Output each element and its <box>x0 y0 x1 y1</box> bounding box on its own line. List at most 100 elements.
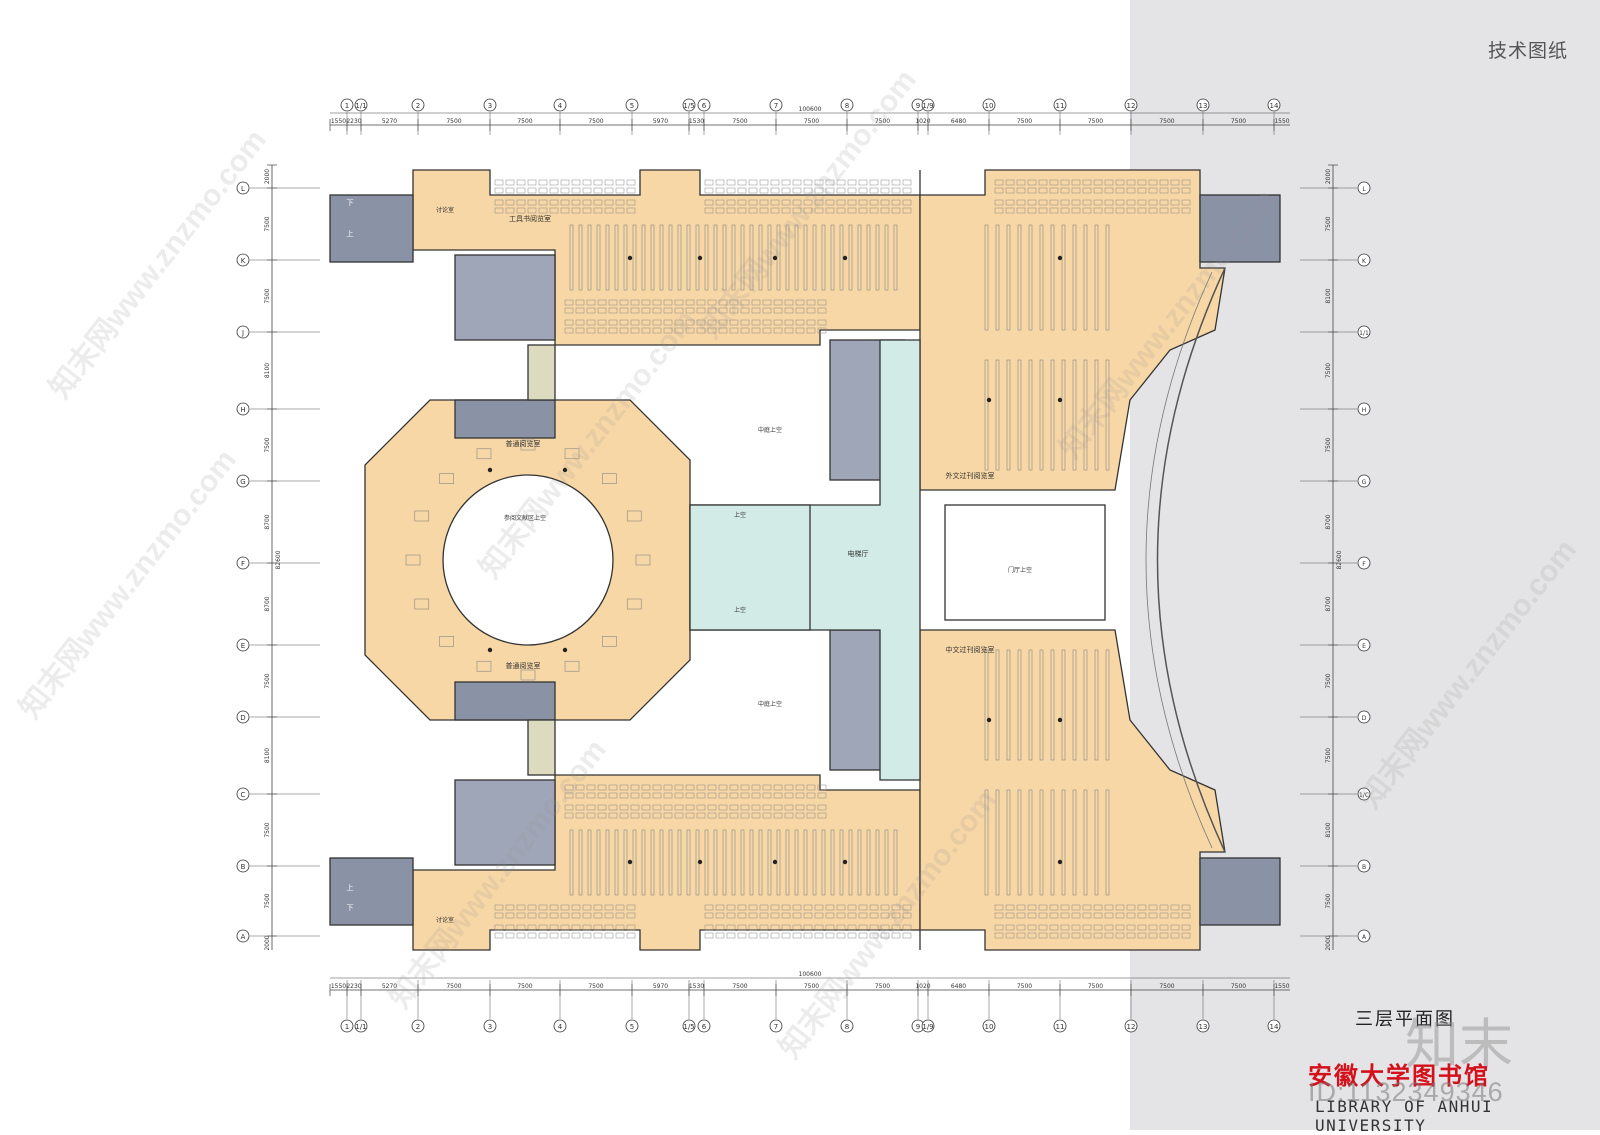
desk-row <box>767 829 772 896</box>
desk-row <box>857 224 862 291</box>
desk-pair <box>1181 207 1191 214</box>
desk-pair <box>759 187 769 194</box>
desk-row <box>893 829 898 896</box>
dimension-text: 2230 <box>346 983 361 990</box>
desk-pair <box>836 187 846 194</box>
grid-axis-label: 7 <box>774 1023 778 1031</box>
desk-row <box>569 829 574 896</box>
desk-pair <box>626 187 636 194</box>
dimension-text: 5970 <box>653 118 668 125</box>
desk-pair <box>1148 179 1158 186</box>
drawing-category-label: 技术图纸 <box>1487 40 1568 62</box>
desk-pair <box>704 187 714 194</box>
grid-axis-bubble <box>697 98 711 112</box>
desk-pair <box>630 792 640 799</box>
desk-pair <box>597 299 607 306</box>
desk-pair <box>795 792 805 799</box>
structural-column <box>1057 859 1063 865</box>
desk-pair <box>740 812 750 819</box>
desk-pair <box>762 812 772 819</box>
reading-table <box>414 510 430 522</box>
grid-axis-bubble <box>1124 1019 1138 1033</box>
desk-pair <box>1170 912 1180 919</box>
desk-row <box>641 224 646 291</box>
desk-pair <box>902 199 912 206</box>
structural-column <box>562 647 568 653</box>
desk-pair <box>1159 932 1169 939</box>
desk-pair <box>751 327 761 334</box>
grid-axis-bubble <box>625 98 639 112</box>
dimension-text: 6480 <box>951 118 966 125</box>
desk-pair <box>729 804 739 811</box>
desk-pair <box>604 187 614 194</box>
dimension-text: 8700 <box>1325 596 1332 611</box>
desk-pair <box>737 187 747 194</box>
desk-pair <box>737 932 747 939</box>
structural-column <box>772 859 778 865</box>
desk-pair <box>740 327 750 334</box>
desk-row <box>587 829 592 896</box>
room-label: 中庭上空 <box>758 700 782 708</box>
grid-axis-label: 8 <box>845 1023 849 1031</box>
desk-pair <box>994 187 1004 194</box>
desk-pair <box>571 924 581 931</box>
desk-pair <box>549 924 559 931</box>
desk-pair <box>1093 904 1103 911</box>
desk-pair <box>847 179 857 186</box>
desk-pair <box>817 784 827 791</box>
desk-row <box>1006 359 1011 471</box>
desk-pair <box>737 912 747 919</box>
desk-pair <box>619 307 629 314</box>
desk-row <box>1006 649 1011 761</box>
grid-axis-bubble <box>769 98 783 112</box>
desk-pair <box>795 784 805 791</box>
grid-axis-bubble <box>236 556 250 570</box>
desk-pair <box>1104 187 1114 194</box>
desk-pair <box>615 924 625 931</box>
grid-axis-bubble <box>1267 1019 1281 1033</box>
grid-axis-label: F <box>1362 561 1366 568</box>
desk-pair <box>586 784 596 791</box>
desk-pair <box>704 199 714 206</box>
desk-pair <box>1060 912 1070 919</box>
desk-pair <box>615 912 625 919</box>
desk-pair <box>1148 924 1158 931</box>
grid-axis-label: 5 <box>630 102 634 110</box>
grid-axis-label: G <box>1362 479 1367 486</box>
desk-row <box>722 224 727 291</box>
structural-column <box>627 255 633 261</box>
desk-pair <box>516 179 526 186</box>
desk-pair <box>1016 912 1026 919</box>
desk-row <box>803 224 808 291</box>
desk-pair <box>748 199 758 206</box>
desk-pair <box>1093 912 1103 919</box>
reading-table <box>520 669 536 681</box>
grid-axis-label: 11 <box>1056 102 1065 110</box>
grid-axis-bubble <box>697 1019 711 1033</box>
desk-pair <box>586 792 596 799</box>
grid-axis-bubble <box>1357 710 1371 724</box>
reading-table <box>476 660 492 672</box>
desk-pair <box>663 319 673 326</box>
desk-pair <box>652 319 662 326</box>
desk-pair <box>1126 924 1136 931</box>
grid-axis-bubble <box>411 98 425 112</box>
dimension-text: 8100 <box>1325 822 1332 837</box>
desk-pair <box>762 784 772 791</box>
desk-pair <box>630 307 640 314</box>
desk-pair <box>1104 904 1114 911</box>
desk-row <box>1105 359 1110 471</box>
desk-pair <box>696 784 706 791</box>
desk-row <box>677 224 682 291</box>
desk-pair <box>762 792 772 799</box>
dimension-text: 7500 <box>264 893 271 908</box>
desk-pair <box>527 179 537 186</box>
desk-pair <box>1060 179 1070 186</box>
grid-axis-label: H <box>240 406 245 414</box>
desk-pair <box>858 207 868 214</box>
desk-pair <box>1082 199 1092 206</box>
desk-pair <box>740 307 750 314</box>
desk-pair <box>604 179 614 186</box>
desk-pair <box>825 179 835 186</box>
grid-axis-bubble <box>236 638 250 652</box>
